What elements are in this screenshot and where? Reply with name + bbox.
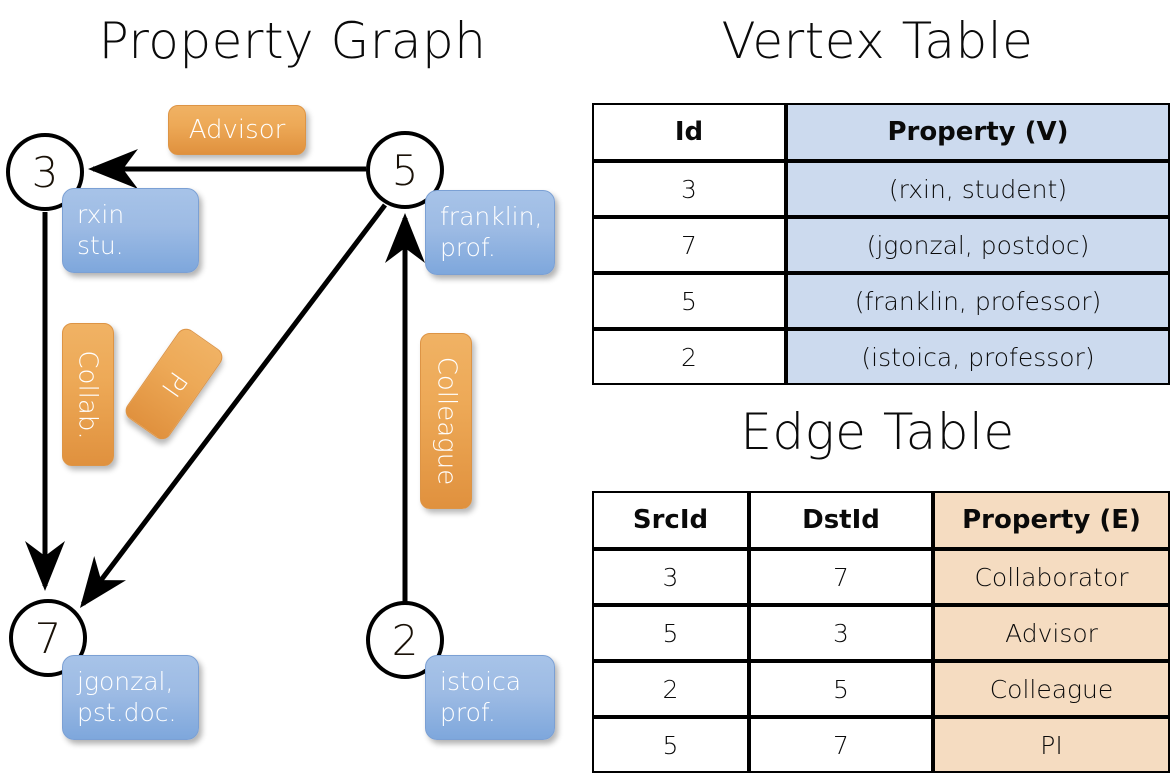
edge-label-colleague: Colleague xyxy=(420,333,472,509)
edge-srcid-cell: 2 xyxy=(592,661,749,717)
graph-node-5-property-box: franklin, prof. xyxy=(425,190,555,275)
edge-srcid-cell: 3 xyxy=(592,549,749,605)
edge-property-cell: Colleague xyxy=(933,661,1170,717)
graph-node-2[interactable]: 2 xyxy=(366,601,444,679)
edge-label-collab-text: Collab. xyxy=(73,349,103,440)
edge-dstid-cell: 3 xyxy=(749,605,933,661)
graph-node-7-label: 7 xyxy=(34,613,62,663)
edge-property-cell: PI xyxy=(933,717,1170,773)
vertex-property-cell: (franklin, professor) xyxy=(786,273,1170,329)
vertex-id-cell: 3 xyxy=(592,161,786,217)
edge-property-cell: Collaborator xyxy=(933,549,1170,605)
edge-table-header-srcid: SrcId xyxy=(592,491,749,549)
edge-table-header-row: SrcId DstId Property (E) xyxy=(592,491,1170,549)
page-title-vertex-table: Vertex Table xyxy=(721,12,1034,70)
graph-node-2-property-box: istoica prof. xyxy=(425,655,555,740)
page-title-edge-table: Edge Table xyxy=(740,403,1015,461)
vertex-table: Id Property (V) 3 (rxin, student) 7 (jgo… xyxy=(592,103,1170,385)
table-row[interactable]: 2 5 Colleague xyxy=(592,661,1170,717)
vertex-property-cell: (istoica, professor) xyxy=(786,329,1170,385)
edge-srcid-cell: 5 xyxy=(592,605,749,661)
property-graph-diagram: 3 5 7 2 rxin stu. franklin, prof. jgonza… xyxy=(0,0,585,760)
edge-table-header-dstid: DstId xyxy=(749,491,933,549)
edge-label-collab: Collab. xyxy=(62,323,114,466)
graph-node-2-label: 2 xyxy=(391,615,419,665)
graph-node-3-label: 3 xyxy=(31,147,59,197)
edge-5-to-7-pi xyxy=(79,203,387,608)
table-row[interactable]: 5 7 PI xyxy=(592,717,1170,773)
graph-edges-layer xyxy=(25,149,425,608)
edge-dstid-cell: 5 xyxy=(749,661,933,717)
edge-table-header-property: Property (E) xyxy=(933,491,1170,549)
edge-label-advisor: Advisor xyxy=(168,105,306,155)
graph-node-5[interactable]: 5 xyxy=(366,131,444,209)
edge-table: SrcId DstId Property (E) 3 7 Collaborato… xyxy=(592,491,1170,773)
edge-srcid-cell: 5 xyxy=(592,717,749,773)
edge-property-cell: Advisor xyxy=(933,605,1170,661)
table-row[interactable]: 2 (istoica, professor) xyxy=(592,329,1170,385)
table-row[interactable]: 5 3 Advisor xyxy=(592,605,1170,661)
edge-dstid-cell: 7 xyxy=(749,549,933,605)
edge-dstid-cell: 7 xyxy=(749,717,933,773)
graph-node-7-property-box: jgonzal, pst.doc. xyxy=(62,655,199,740)
table-row[interactable]: 5 (franklin, professor) xyxy=(592,273,1170,329)
table-row[interactable]: 3 (rxin, student) xyxy=(592,161,1170,217)
vertex-table-header-id: Id xyxy=(592,103,786,161)
vertex-id-cell: 2 xyxy=(592,329,786,385)
table-row[interactable]: 3 7 Collaborator xyxy=(592,549,1170,605)
graph-node-5-label: 5 xyxy=(391,145,419,195)
edge-label-pi-text: PI xyxy=(155,365,193,403)
page-title-property-graph: Property Graph xyxy=(98,12,487,70)
vertex-property-cell: (rxin, student) xyxy=(786,161,1170,217)
vertex-id-cell: 7 xyxy=(592,217,786,273)
graph-node-3-property-box: rxin stu. xyxy=(62,188,199,273)
vertex-table-header-property: Property (V) xyxy=(786,103,1170,161)
vertex-table-header-row: Id Property (V) xyxy=(592,103,1170,161)
vertex-property-cell: (jgonzal, postdoc) xyxy=(786,217,1170,273)
vertex-id-cell: 5 xyxy=(592,273,786,329)
table-row[interactable]: 7 (jgonzal, postdoc) xyxy=(592,217,1170,273)
edge-label-colleague-text: Colleague xyxy=(431,356,462,486)
